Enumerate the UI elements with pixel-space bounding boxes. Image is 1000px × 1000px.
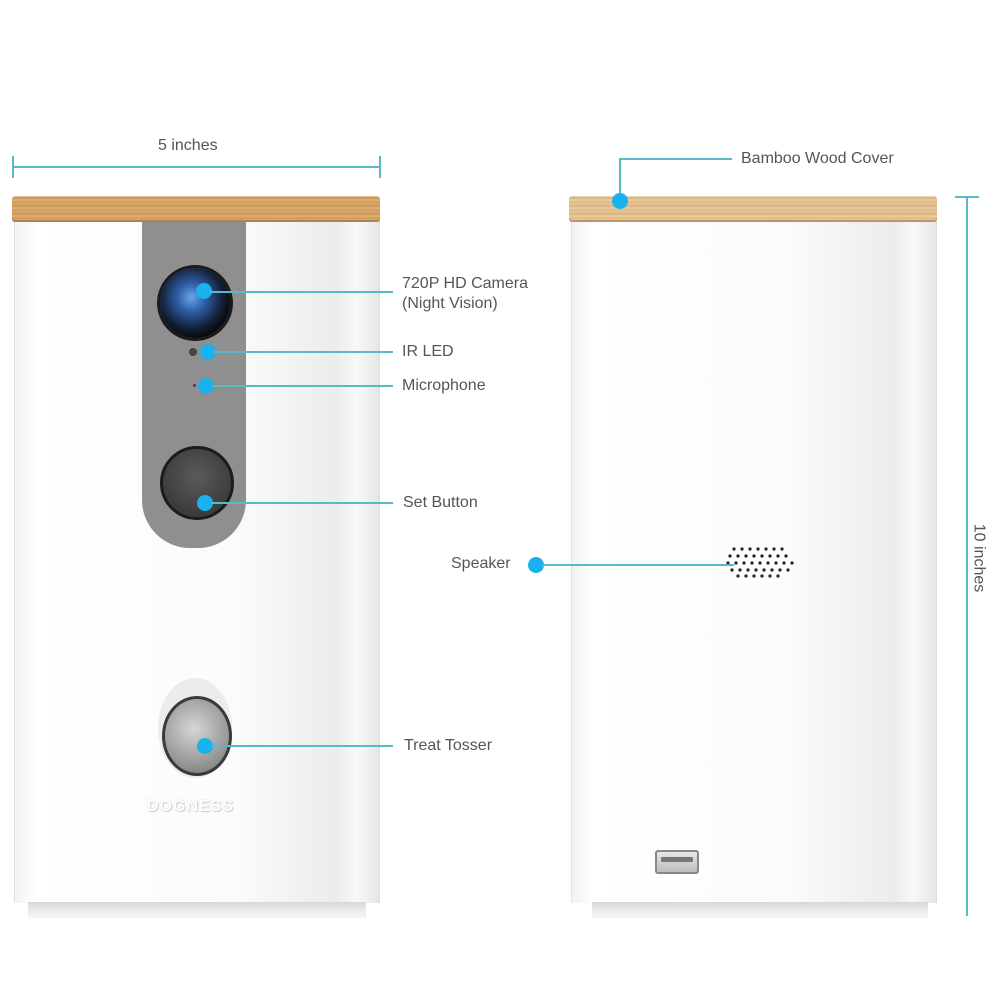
set-button [160,446,234,520]
back-device-body [571,221,937,903]
ir-led-label: IR LED [402,343,454,360]
camera-callout-line [210,291,393,293]
set-button-callout-line [211,502,393,504]
width-dimension-right-tick [379,156,381,178]
bamboo-callout-dot [612,193,628,209]
height-dimension-label: 10 inches [970,523,988,593]
speaker-grille [726,547,794,578]
microphone-callout-dot [198,378,214,394]
camera-callout-dot [196,283,212,299]
microphone-callout-line [212,385,393,387]
front-device-base [28,902,366,918]
treat-tosser-callout-line [211,745,393,747]
front-bamboo-cover [12,196,380,222]
back-bamboo-cover [569,196,937,222]
set-button-callout-dot [197,495,213,511]
camera-lens [160,268,230,338]
speaker-callout-line [542,564,734,566]
ir-led-callout-dot [200,344,216,360]
camera-label-line1: 720P HD Camera [402,275,528,292]
ir-led-callout-line [214,351,393,353]
brand-logo: DOGNESS [147,798,235,815]
treat-tosser-label: Treat Tosser [404,737,493,754]
speaker-label: Speaker [451,555,511,572]
bamboo-cover-label: Bamboo Wood Cover [741,150,894,167]
treat-tosser-callout-dot [197,738,213,754]
speaker-callout-dot [528,557,544,573]
usb-port [655,850,699,874]
bamboo-callout-line-horizontal [619,158,732,160]
height-dimension-line [966,196,968,916]
width-dimension-label: 5 inches [158,137,218,154]
microphone-label: Microphone [402,377,486,394]
microphone-hole [193,384,196,387]
bamboo-callout-line-vertical [619,158,621,202]
back-device-base [592,902,928,918]
set-button-label: Set Button [403,494,478,511]
ir-led-sensor [189,348,197,356]
width-dimension-line [12,166,380,168]
width-dimension-left-tick [12,156,14,178]
camera-label-line2: (Night Vision) [402,295,498,312]
treat-tosser-button [162,696,232,776]
